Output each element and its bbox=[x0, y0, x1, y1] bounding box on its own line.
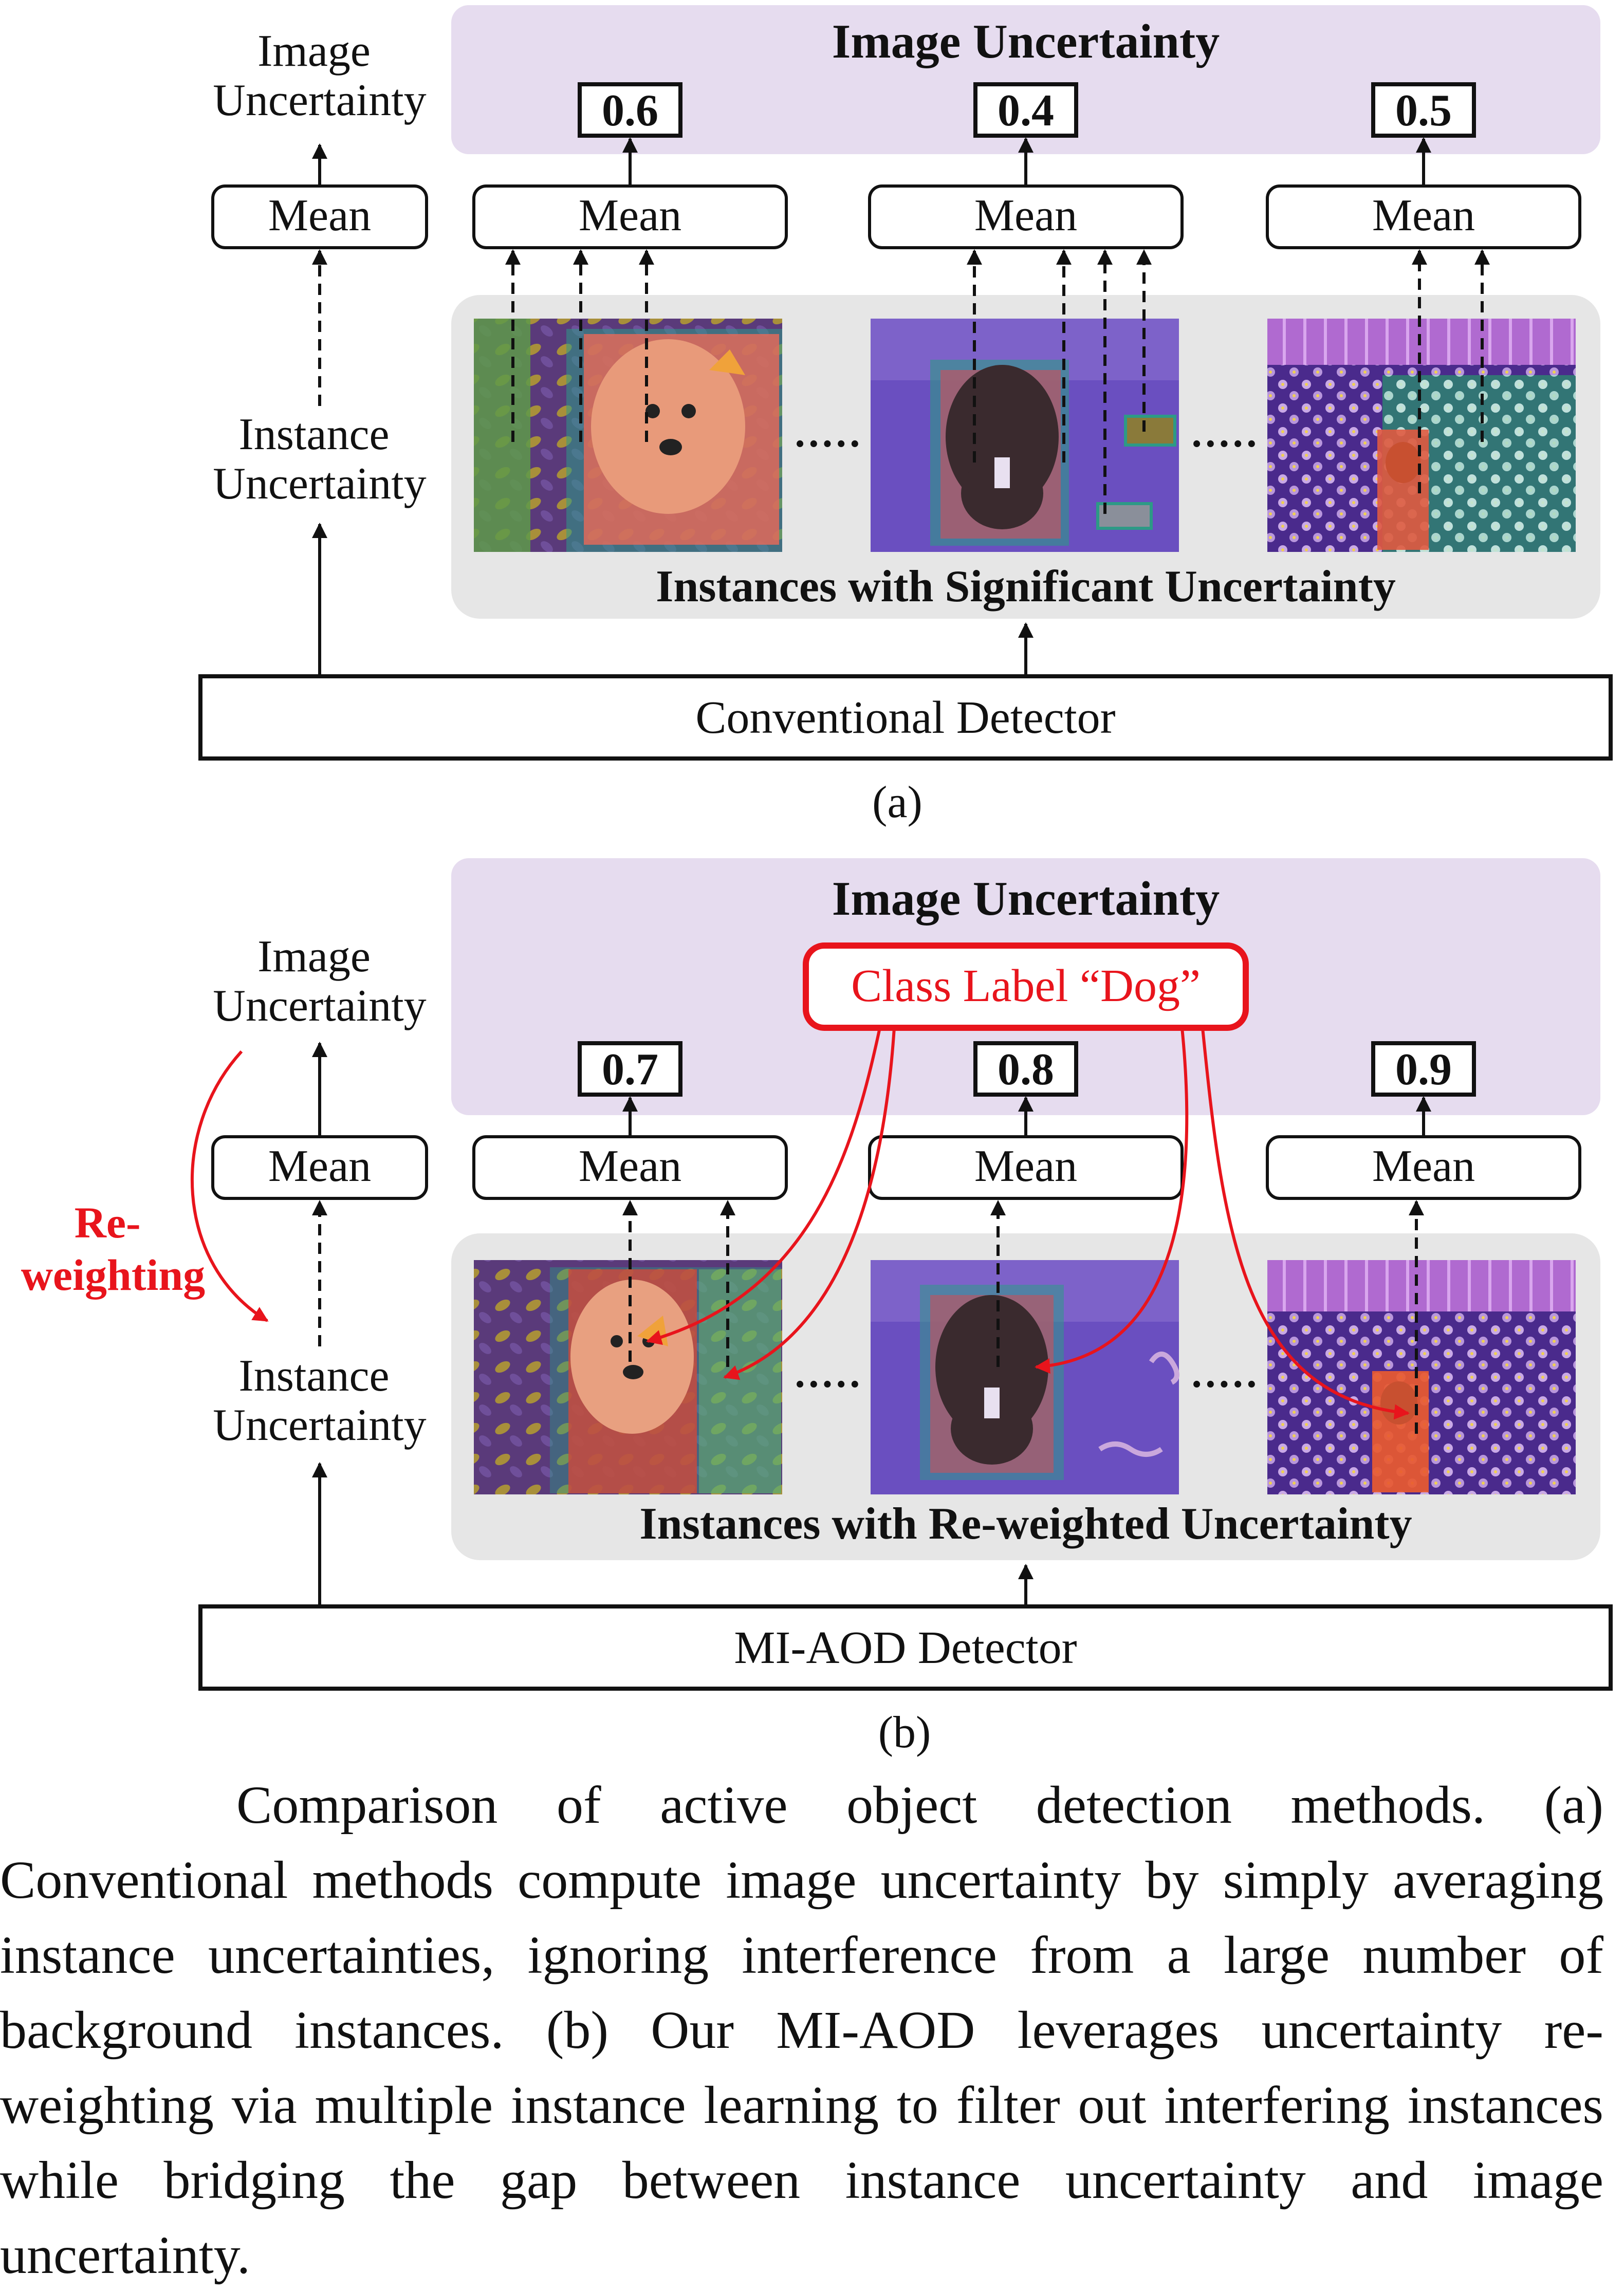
mean-box-b3 bbox=[1266, 1135, 1581, 1200]
mean-box-a2 bbox=[868, 184, 1184, 249]
reweighting-arrow bbox=[190, 1050, 269, 1322]
class-arrow-2 bbox=[723, 1027, 896, 1380]
mean-label-a3: Mean bbox=[1372, 191, 1475, 241]
score-b1: 0.7 bbox=[602, 1045, 658, 1095]
caption-text: Comparison of active object detection me… bbox=[0, 1776, 1603, 2285]
instance-image-b1 bbox=[474, 1260, 782, 1494]
panel-b: Image Uncertainty Class Label “Dog” 0.7 … bbox=[21, 858, 1613, 1758]
mean-box-a3 bbox=[1266, 184, 1581, 249]
ellipsis-a1: ····· bbox=[793, 421, 861, 467]
score-b2: 0.8 bbox=[998, 1045, 1054, 1095]
instances-title-b: Instances with Re-weighted Uncertainty bbox=[639, 1499, 1412, 1549]
panel-a: Image Uncertainty 0.6 0.4 0.5 Image Unce… bbox=[198, 5, 1613, 827]
mean-box-b1 bbox=[472, 1135, 788, 1200]
score-box-b3 bbox=[1371, 1041, 1476, 1097]
instance-image-b2 bbox=[871, 1260, 1179, 1494]
class-arrow-4 bbox=[1201, 1027, 1410, 1420]
sublabel-b: (b) bbox=[878, 1708, 931, 1758]
class-label-box bbox=[803, 942, 1249, 1031]
instance-image-b3 bbox=[1267, 1260, 1576, 1494]
detector-label-a: Conventional Detector bbox=[695, 692, 1115, 743]
image-uncertainty-title-b: Image Uncertainty bbox=[832, 872, 1220, 926]
instance-image-a3 bbox=[1267, 319, 1576, 552]
score-box-a3 bbox=[1371, 82, 1476, 138]
instance-image-a2 bbox=[871, 319, 1179, 552]
mean-label-b1: Mean bbox=[579, 1141, 681, 1191]
figure-caption: Comparison of active object detection me… bbox=[0, 1768, 1603, 2293]
score-box-a1 bbox=[578, 82, 682, 138]
detector-box-b bbox=[198, 1604, 1613, 1691]
ellipsis-a2: ····· bbox=[1190, 421, 1258, 467]
detector-label-b: MI-AOD Detector bbox=[734, 1622, 1077, 1673]
mean-label-a1: Mean bbox=[579, 191, 681, 241]
score-a2: 0.4 bbox=[998, 86, 1054, 136]
ellipsis-b1: ····· bbox=[793, 1362, 861, 1407]
image-uncertainty-title-a: Image Uncertainty bbox=[832, 15, 1220, 68]
left-mean-label-b: Mean bbox=[268, 1141, 371, 1191]
left-instance-uncertainty-label-a: Instance Uncertainty bbox=[213, 410, 426, 509]
left-instance-uncertainty-label-b: Instance Uncertainty bbox=[213, 1351, 426, 1450]
score-box-b1 bbox=[578, 1041, 682, 1097]
left-mean-box-b bbox=[211, 1135, 428, 1200]
left-image-uncertainty-label-b: Image Uncertainty bbox=[213, 932, 426, 1031]
score-box-b2 bbox=[973, 1041, 1078, 1097]
instances-title-a: Instances with Significant Uncertainty bbox=[656, 562, 1396, 612]
mean-label-a2: Mean bbox=[974, 191, 1077, 241]
instance-image-a1 bbox=[474, 319, 782, 552]
detector-box-a bbox=[198, 674, 1613, 761]
reweighting-label: Re- weighting bbox=[21, 1198, 205, 1300]
left-mean-label-a: Mean bbox=[268, 191, 371, 241]
mean-box-a1 bbox=[472, 184, 788, 249]
score-a3: 0.5 bbox=[1395, 86, 1452, 136]
score-a1: 0.6 bbox=[602, 86, 658, 136]
sublabel-a: (a) bbox=[872, 778, 922, 827]
class-arrow-1 bbox=[646, 1027, 881, 1345]
score-b3: 0.9 bbox=[1395, 1045, 1452, 1095]
mean-box-b2 bbox=[868, 1135, 1184, 1200]
left-mean-box-a bbox=[211, 184, 428, 249]
left-image-uncertainty-label-a: Image Uncertainty bbox=[213, 26, 426, 125]
score-box-a2 bbox=[973, 82, 1078, 138]
ellipsis-b2: ····· bbox=[1190, 1362, 1258, 1407]
mean-label-b2: Mean bbox=[974, 1141, 1077, 1191]
class-label: Class Label “Dog” bbox=[851, 960, 1201, 1011]
image-uncertainty-region-a bbox=[451, 5, 1600, 154]
mean-label-b3: Mean bbox=[1372, 1141, 1475, 1191]
class-arrow-3 bbox=[1035, 1027, 1189, 1374]
